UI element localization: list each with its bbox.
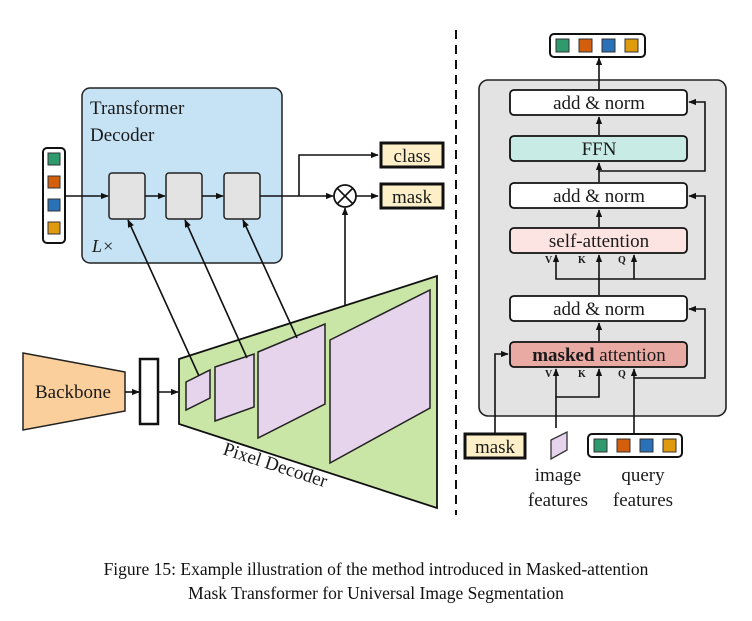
masked-attn-v-label: V xyxy=(545,369,553,380)
decoder-layer-3 xyxy=(223,172,261,220)
output-token-squares xyxy=(555,38,639,53)
add-norm-top-label: add & norm xyxy=(553,93,645,114)
class-output-box xyxy=(379,141,445,169)
backbone-shape xyxy=(22,352,126,431)
masked-rest-words: attention xyxy=(595,345,667,366)
backbone-neck-box xyxy=(138,357,160,426)
output-token-1 xyxy=(555,38,570,53)
mask-input-label: mask xyxy=(475,437,516,458)
add-norm-mid xyxy=(509,182,688,209)
figure-caption-line-1: Figure 15: Example illustration of the m… xyxy=(103,559,649,579)
mask2former-diagram: Transformer Decoder L× class mask Pixel … xyxy=(22,30,727,515)
self-attn-q-input xyxy=(555,254,638,280)
residual-masked-attn xyxy=(634,305,706,379)
output-token-3 xyxy=(601,38,616,53)
output-token-2 xyxy=(578,38,593,53)
query-features-label-2: features xyxy=(613,490,673,511)
query-token-1 xyxy=(47,152,61,166)
add-norm-bottom xyxy=(509,295,688,322)
query-features-label-1: query xyxy=(621,465,665,486)
self-attn-k-label: K xyxy=(578,255,586,266)
self-attn-v-label: V xyxy=(545,255,553,266)
ffn-label: FFN xyxy=(582,139,617,160)
masked-attn-q-label: Q xyxy=(618,369,626,380)
feature-map-1 xyxy=(185,368,211,412)
query-feature-token-2 xyxy=(616,438,631,453)
self-attn-q-label: Q xyxy=(618,255,626,266)
layer-repeat-label: L× xyxy=(91,236,114,256)
mask-to-masked-attn xyxy=(494,350,509,434)
decoder-layer-1 xyxy=(108,172,146,220)
transformer-decoder-title-2: Decoder xyxy=(90,125,155,146)
image-features-icon xyxy=(550,430,568,461)
backbone-label: Backbone xyxy=(35,382,111,403)
multiply-cross-b xyxy=(336,187,354,205)
arrow-feature3-to-layer3 xyxy=(242,219,298,339)
mask-output-label: mask xyxy=(392,187,433,208)
mask-output-box xyxy=(379,182,445,210)
arrow-to-class xyxy=(298,151,379,196)
arrow-feature2-to-layer2 xyxy=(184,219,248,359)
add-norm-bottom-label: add & norm xyxy=(553,299,645,320)
feature-map-3 xyxy=(257,322,326,440)
image-features-to-k xyxy=(555,368,603,428)
query-token-4 xyxy=(47,221,61,235)
output-query-tokens xyxy=(549,33,646,58)
feature-map-2 xyxy=(214,352,255,423)
self-attention-label: self-attention xyxy=(549,231,650,252)
query-feature-token-4 xyxy=(662,438,677,453)
residual-ffn xyxy=(599,98,706,172)
masked-attention-block xyxy=(509,341,688,368)
mask-input-box xyxy=(463,432,527,460)
masked-bold-word: masked xyxy=(532,345,595,366)
residual-self-attn xyxy=(634,192,706,280)
masked-attn-k-label: K xyxy=(578,369,586,380)
masked-attention-label: masked attention xyxy=(532,345,666,366)
query-feature-token-3 xyxy=(639,438,654,453)
query-token-squares xyxy=(47,152,61,235)
output-token-4 xyxy=(624,38,639,53)
arrow-feature1-to-layer1 xyxy=(127,219,200,377)
self-attention-block xyxy=(509,227,688,254)
ffn-block xyxy=(509,135,688,162)
figure-caption-line-2: Mask Transformer for Universal Image Seg… xyxy=(188,583,564,603)
query-token-3 xyxy=(47,198,61,212)
image-features-label-1: image xyxy=(535,465,581,486)
query-feature-token-1 xyxy=(593,438,608,453)
add-norm-mid-label: add & norm xyxy=(553,186,645,207)
query-features-input xyxy=(587,433,683,458)
add-norm-top xyxy=(509,89,688,116)
query-token-2 xyxy=(47,175,61,189)
transformer-decoder-title-1: Transformer xyxy=(90,98,185,119)
class-output-label: class xyxy=(394,146,431,167)
decoder-layer-2 xyxy=(165,172,203,220)
image-features-label-2: features xyxy=(528,490,588,511)
query-feature-squares xyxy=(593,438,677,453)
feature-map-4 xyxy=(329,288,431,465)
